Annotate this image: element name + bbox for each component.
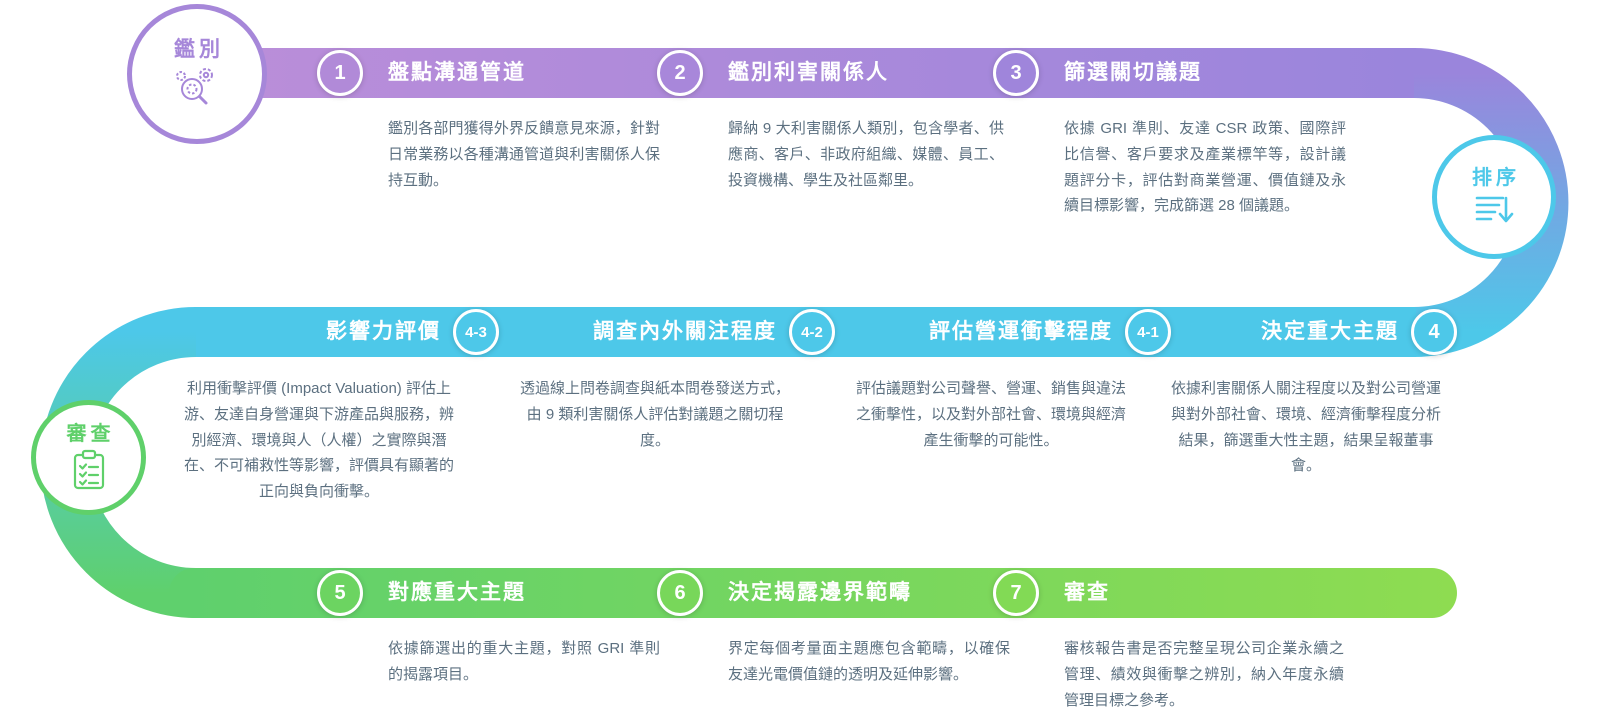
sort-descending-icon (1475, 196, 1514, 222)
badge-review-label: 審查 (66, 423, 115, 445)
step-number: 6 (657, 570, 703, 616)
step-description: 鑑別各部門獲得外界反饋意見來源，針對日常業務以各種溝通管道與利害關係人保持互動。 (388, 120, 660, 189)
step-description: 評估議題對公司聲譽、營運、銷售與違法之衝擊性，以及對外部社會、環境與經濟產生衝擊… (855, 380, 1126, 449)
badge-identify: 鑑別 (127, 4, 267, 144)
step-title: 影響力評價 (326, 320, 441, 343)
step-number: 7 (993, 570, 1039, 616)
step-description: 利用衝擊評價 (Impact Valuation) 評估上游、友達自身營運與下游… (183, 380, 454, 501)
step-description: 審核報告書是否完整呈現公司企業永續之管理、績效與衝擊之辨別，納入年度永續管理目標… (1064, 640, 1344, 709)
step-description: 依據篩選出的重大主題，對照 GRI 準則的揭露項目。 (388, 640, 660, 683)
step-description: 依據利害關係人關注程度以及對公司營運與對外部社會、環境、經濟衝擊程度分析結果，篩… (1170, 380, 1441, 475)
step-title: 篩選關切議題 (1064, 61, 1202, 84)
step-number: 1 (317, 50, 363, 96)
magnifier-gear-icon (176, 68, 213, 105)
step-title: 鑑別利害關係人 (728, 61, 889, 84)
step-description: 歸納 9 大利害關係人類別，包含學者、供應商、客戶、非政府組織、媒體、員工、投資… (728, 120, 1004, 189)
step-number: 4 (1411, 309, 1457, 355)
badge-rank: 排序 (1432, 135, 1556, 259)
badge-rank-label: 排序 (1472, 166, 1520, 189)
step-number: 5 (317, 570, 363, 616)
step-number: 4-1 (1125, 309, 1171, 355)
step-title: 盤點溝通管道 (388, 61, 526, 84)
step-number: 4-3 (453, 309, 499, 355)
clipboard-check-icon (73, 449, 104, 490)
step-number: 4-2 (789, 309, 835, 355)
step-number: 2 (657, 50, 703, 96)
step-title: 審查 (1064, 581, 1110, 604)
step-title: 決定揭露邊界範疇 (728, 581, 912, 604)
badge-review: 審查 (31, 400, 146, 515)
step-title: 對應重大主題 (388, 581, 526, 604)
step-title: 評估營運衝擊程度 (929, 320, 1113, 343)
step-title: 調查內外關注程度 (593, 320, 777, 343)
step-description: 透過線上問卷調查與紙本問卷發送方式，由 9 類利害關係人評估對議題之關切程度。 (519, 380, 790, 449)
step-description: 依據 GRI 準則、友達 CSR 政策、國際評比信譽、客戶要求及產業標竿等，設計… (1064, 120, 1346, 215)
badge-identify-label: 鑑別 (174, 38, 224, 61)
step-description: 界定每個考量面主題應包含範疇，以確保友達光電價值鏈的透明及延伸影響。 (728, 640, 1010, 683)
step-title: 決定重大主題 (1261, 320, 1399, 343)
step-number: 3 (993, 50, 1039, 96)
